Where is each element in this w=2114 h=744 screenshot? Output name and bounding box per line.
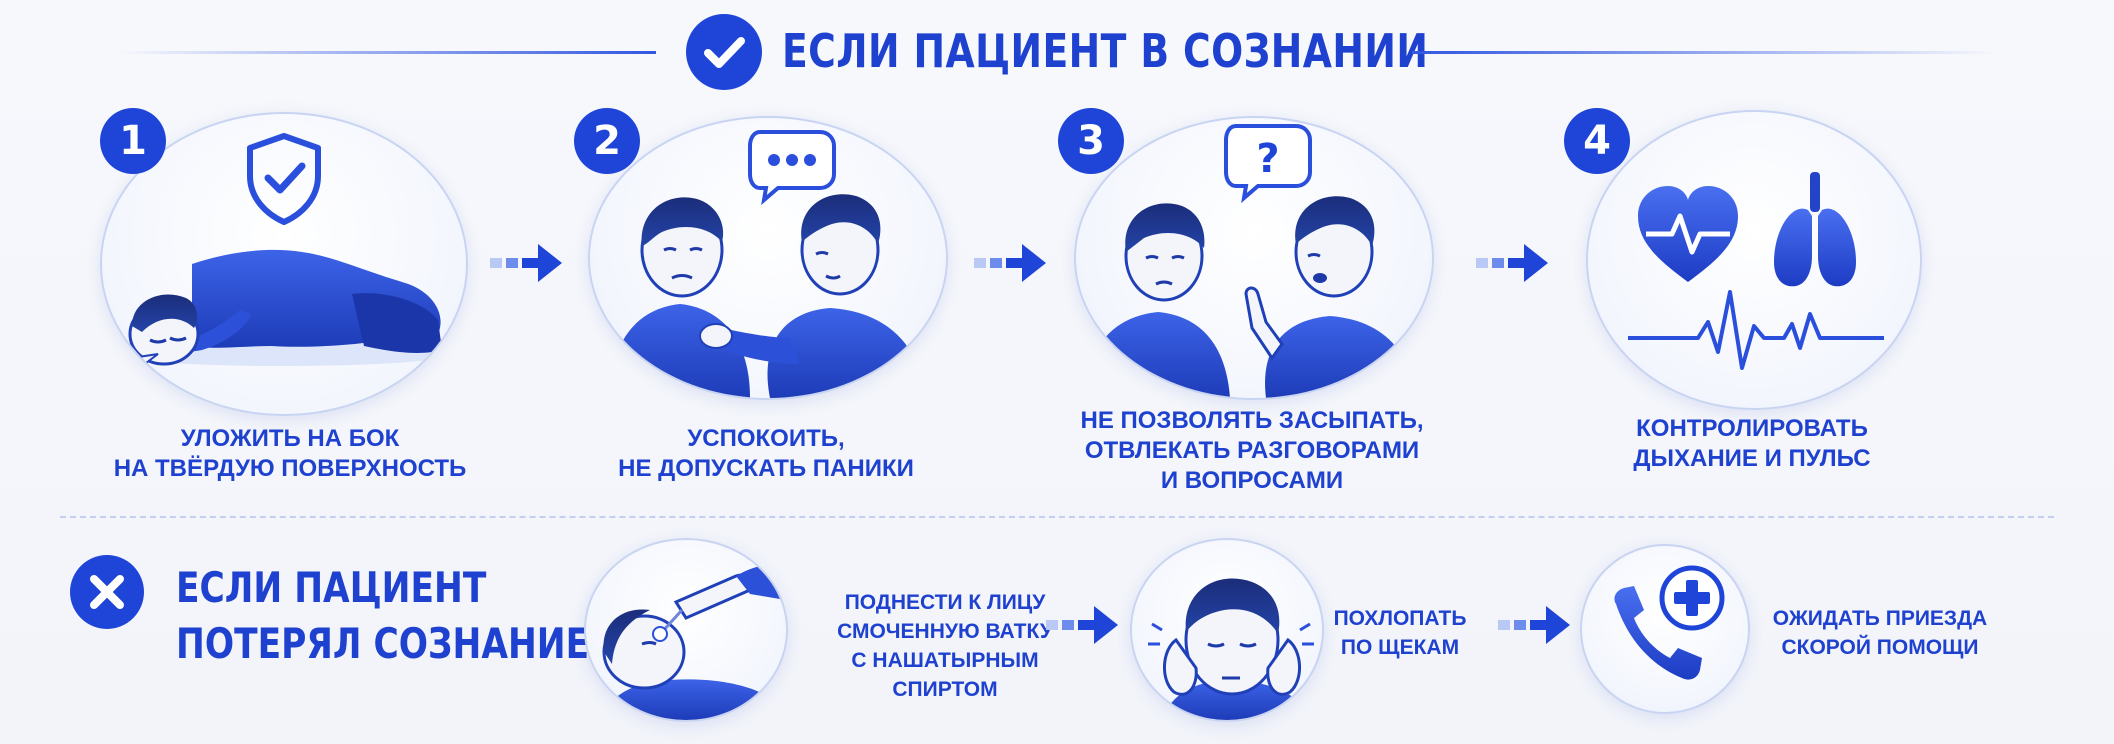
speech-bubble-icon	[748, 130, 836, 206]
arrow-right-icon	[974, 244, 1046, 282]
check-circle-icon	[686, 14, 762, 90]
step-1-caption: УЛОЖИТЬ НА БОК НА ТВЁРДУЮ ПОВЕРХНОСТЬ	[113, 425, 467, 482]
svg-text:?: ?	[1256, 136, 1279, 182]
title-divider-right	[1412, 51, 1998, 54]
pulse-line-icon	[1628, 290, 1884, 370]
step-3-caption: НЕ ПОЗВОЛЯТЬ ЗАСЫПАТЬ, ОТВЛЕКАТЬ РАЗГОВО…	[1080, 407, 1424, 494]
step-4-illustration	[1586, 110, 1922, 410]
step-2-caption: УСПОКОИТЬ, НЕ ДОПУСКАТЬ ПАНИКИ	[618, 425, 914, 482]
unconscious-step-2-caption: ПОХЛОПАТЬ ПО ЩЕКАМ	[1333, 607, 1467, 659]
arrow-right-icon	[490, 244, 562, 282]
lungs-icon	[1774, 172, 1856, 287]
step-3-illustration: ?	[1074, 116, 1434, 400]
unconscious-section-title: ЕСЛИ ПАЦИЕНТ ПОТЕРЯЛ СОЗНАНИЕ	[176, 563, 590, 668]
arrow-right-icon	[1498, 606, 1570, 644]
step-3-badge: 3	[1058, 108, 1124, 174]
unconscious-step-3-caption: ОЖИДАТЬ ПРИЕЗДА СКОРОЙ ПОМОЩИ	[1772, 607, 1988, 659]
unconscious-step-2-illustration	[1130, 538, 1324, 722]
heart-icon	[1638, 186, 1738, 282]
step-1-badge: 1	[100, 108, 166, 174]
unconscious-step-1-illustration	[584, 538, 788, 722]
title-divider-left	[120, 51, 656, 54]
phone-icon	[1614, 586, 1702, 680]
step-4-caption: КОНТРОЛИРОВАТЬ ДЫХАНИЕ И ПУЛЬС	[1633, 415, 1871, 472]
unconscious-step-1-caption: ПОДНЕСТИ К ЛИЦУ СМОЧЕННУЮ ВАТКУ С НАШАТЫ…	[837, 591, 1053, 701]
page-title: ЕСЛИ ПАЦИЕНТ В СОЗНАНИИ	[782, 24, 1429, 78]
step-1-illustration	[100, 112, 468, 416]
step-2-badge: 2	[574, 108, 640, 174]
shield-check-icon	[247, 133, 321, 225]
medical-cross-icon	[1659, 565, 1725, 631]
arrow-right-icon	[1476, 244, 1548, 282]
section-divider	[60, 516, 2054, 518]
step-4-badge: 4	[1564, 108, 1630, 174]
question-bubble-icon: ?	[1224, 124, 1312, 204]
step-2-illustration	[588, 116, 948, 400]
x-circle-icon	[70, 555, 144, 629]
arrow-right-icon	[1046, 606, 1118, 644]
unconscious-step-3-illustration	[1580, 544, 1750, 714]
